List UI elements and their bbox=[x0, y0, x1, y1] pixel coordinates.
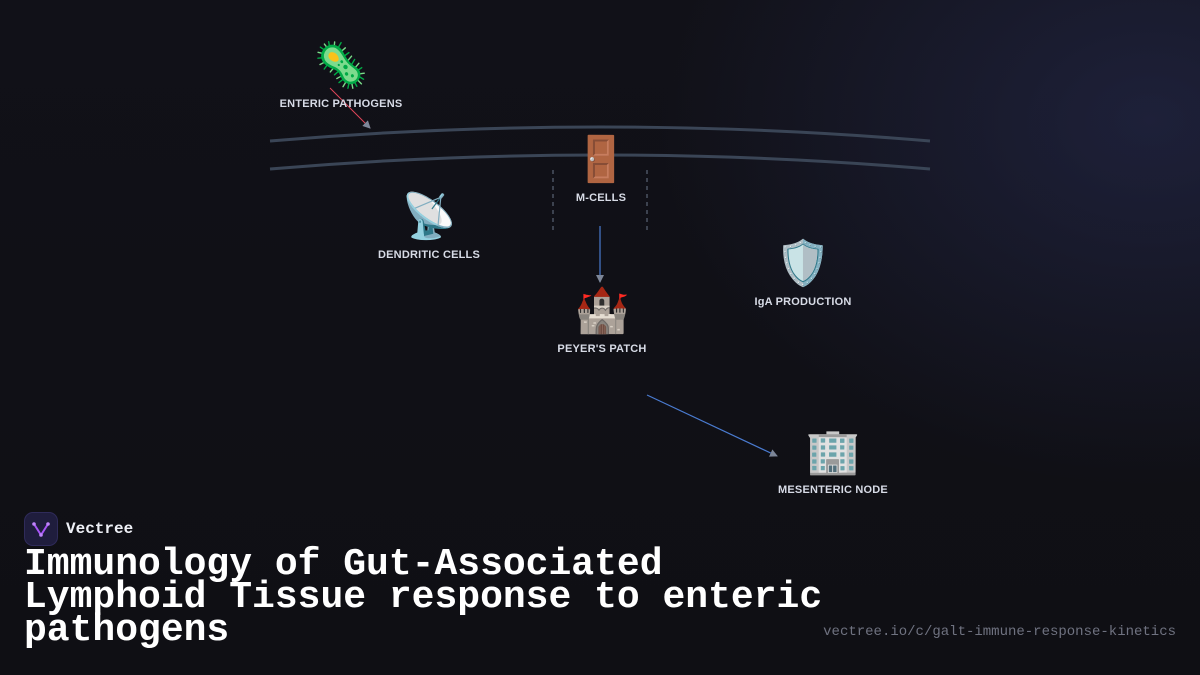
castle-icon: 🏰 bbox=[574, 286, 630, 335]
node-label: IgA PRODUCTION bbox=[754, 296, 852, 308]
node-m-cells: 🚪 M-CELLS bbox=[501, 134, 701, 204]
node-mesenteric-node: 🏢 MESENTERIC NODE bbox=[733, 426, 933, 496]
brand: Vectree bbox=[24, 512, 133, 546]
node-dendritic-cells: 📡 DENDRITIC CELLS bbox=[329, 191, 529, 261]
node-label: DENDRITIC CELLS bbox=[378, 249, 480, 261]
edge-peyers-patch-to-mesenteric-node bbox=[646, 394, 778, 457]
page-title: Immunology of Gut-Associated Lymphoid Ti… bbox=[24, 543, 823, 652]
node-label: M-CELLS bbox=[575, 192, 627, 204]
edge-pathogens-to-mcells bbox=[329, 87, 371, 129]
node-label: MESENTERIC NODE bbox=[778, 484, 888, 496]
node-label: PEYER'S PATCH bbox=[557, 343, 647, 355]
node-label: ENTERIC PATHOGENS bbox=[279, 98, 403, 110]
satellite-antenna-icon: 📡 bbox=[401, 192, 457, 241]
office-building-icon: 🏢 bbox=[805, 427, 861, 476]
source-url[interactable]: vectree.io/c/galt-immune-response-kineti… bbox=[823, 624, 1176, 640]
vectree-logo-icon bbox=[24, 512, 58, 546]
epithelium-upper-line bbox=[269, 125, 931, 143]
node-peyers-patch: 🏰 PEYER'S PATCH bbox=[502, 285, 702, 355]
door-icon: 🚪 bbox=[573, 135, 629, 184]
shield-icon: 🛡️ bbox=[775, 239, 831, 288]
microbe-icon: 🦠 bbox=[313, 41, 369, 90]
node-iga-production: 🛡️ IgA PRODUCTION bbox=[703, 238, 903, 308]
brand-name: Vectree bbox=[66, 520, 134, 538]
node-enteric-pathogens: 🦠 ENTERIC PATHOGENS bbox=[241, 40, 441, 110]
epithelium-lower-line bbox=[269, 153, 931, 171]
